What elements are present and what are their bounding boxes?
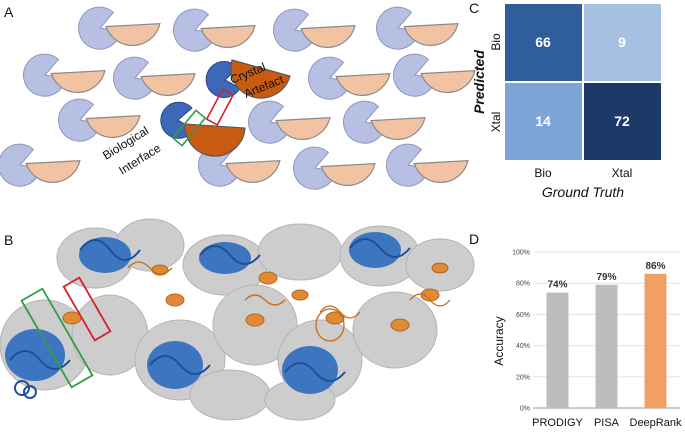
molecule-pair: [337, 95, 431, 150]
focus-molecule-lower: [160, 101, 246, 157]
panel-letter-a: A: [4, 4, 14, 20]
panel-b-crystal-artefact-box: [62, 276, 112, 342]
panel-b-protein-packing: [0, 218, 475, 421]
panel-letter-b: B: [4, 232, 14, 248]
cm-row-label-bio: Bio: [489, 33, 503, 51]
x-category-label: DeepRank: [630, 417, 682, 429]
molecule-pair: [302, 51, 396, 106]
cm-value-xtal-bio: 14: [535, 113, 551, 129]
bar-pisa: [595, 284, 618, 408]
molecule-pair: [0, 138, 86, 193]
chart-ylabel: Accuracy: [492, 316, 506, 365]
cm-col-axis-title: Ground Truth: [542, 184, 624, 200]
bar-prodigy: [546, 292, 569, 408]
bar-value-label: 79%: [596, 272, 616, 283]
cm-cell-bio-xtal: [584, 4, 661, 81]
panel-c-confusion-matrix: 66 9 14 72 Bio Xtal Predicted Bio Xtal G…: [471, 4, 661, 200]
cm-value-xtal-xtal: 72: [614, 113, 630, 129]
cm-row-label-xtal: Xtal: [489, 112, 503, 133]
panel-a-lattice: Crystal Artefact Biological Interface: [0, 1, 481, 196]
cm-value-bio-xtal: 9: [618, 34, 626, 50]
panel-letter-c: C: [469, 0, 480, 16]
bar-value-label: 74%: [547, 280, 567, 291]
x-category-label: PISA: [594, 417, 620, 429]
bar-value-label: 86%: [645, 261, 665, 272]
y-tick-label: 40%: [516, 343, 530, 350]
molecule-pair: [267, 3, 361, 58]
x-category-label: PRODIGY: [532, 417, 583, 429]
crystal-artefact-box: [205, 88, 235, 126]
cm-col-label-xtal: Xtal: [612, 166, 633, 180]
y-tick-label: 20%: [516, 374, 530, 381]
molecule-pair: [242, 95, 336, 150]
cm-value-bio-bio: 66: [535, 34, 551, 50]
molecule-pair: [370, 1, 464, 56]
y-tick-label: 80%: [516, 281, 530, 288]
molecule-pair: [287, 141, 381, 196]
panel-b-bio-interface-box: [20, 287, 94, 389]
molecule-pair: [167, 3, 261, 58]
molecule-pair: [380, 138, 474, 193]
cm-cell-xtal-xtal: [584, 83, 661, 160]
bar-deeprank: [644, 273, 667, 408]
cm-cell-xtal-bio: [505, 83, 582, 160]
focus-molecule-upper: [205, 59, 291, 99]
cm-cell-bio-bio: [505, 4, 582, 81]
panel-d-accuracy-chart: Accuracy 0% 20% 40% 60% 80% 100% 74% PRODIGY 79%…: [492, 250, 682, 430]
biological-interface-box: [171, 109, 207, 147]
cm-col-label-bio: Bio: [534, 166, 552, 180]
y-tick-label: 60%: [516, 312, 530, 319]
cm-row-axis-title: Predicted: [471, 50, 487, 114]
molecule-pair: [72, 1, 166, 56]
molecule-pair: [387, 48, 481, 103]
y-tick-label: 100%: [512, 250, 530, 257]
panel-letter-d: D: [469, 231, 480, 247]
molecule-pair: [17, 48, 111, 103]
molecule-pair: [107, 51, 201, 106]
y-tick-label: 0%: [520, 406, 530, 413]
